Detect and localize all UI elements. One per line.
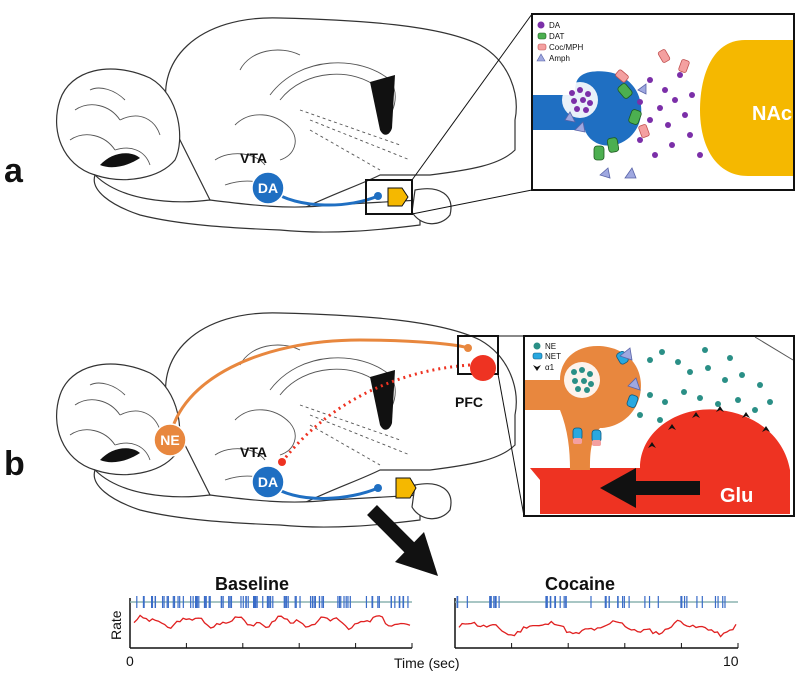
nac-region-b [395,477,417,499]
panel-b-letter: b [4,445,25,483]
inset-b-legend: NE NET α1 [532,342,561,372]
glu-arrow [600,468,700,508]
dat-transporters [593,83,642,161]
pfc-region [470,355,496,381]
zoom-box-a [365,179,413,215]
ne-node [153,423,187,457]
baseline-axes [129,596,413,649]
svg-text:α1: α1 [545,363,555,372]
nac-target-label: NAc [752,103,792,125]
pfc-vta-projection [280,363,471,463]
cocaine-spikes [456,596,726,608]
ne-projection [168,338,469,439]
ne-molecules [637,347,773,423]
cocaine-title: Cocaine [545,574,615,594]
svg-text:NET: NET [545,352,561,361]
coc-mph-molecules [615,49,690,138]
svg-text:DA: DA [549,21,561,30]
brain-outline-b [55,312,517,528]
svg-text:Coc/MPH: Coc/MPH [549,43,583,52]
glu-target-label: Glu [720,485,753,507]
baseline-title: Baseline [215,574,289,594]
panel-a: a DA VTA NAc [4,13,795,233]
da-node-b-label: DA [258,474,278,490]
x-tick-end: 10 [723,653,739,669]
baseline-rate-line [133,614,411,631]
brain-outline-a [55,17,517,233]
alpha1-receptors [648,406,770,448]
baseline-spikes [136,596,409,608]
vta-label-b: VTA [240,444,267,460]
y-axis-label: Rate [108,610,124,640]
da-node-a [251,171,285,205]
cocaine-rate-line [458,619,737,638]
pfc-label: PFC [455,394,483,410]
inset-b: Glu [523,335,795,517]
inset-a: NAc [531,13,795,191]
da-node-b [251,465,285,499]
nac-target [700,40,793,176]
cocaine-axes [454,596,739,649]
inset-a-legend: DA DAT Coc/MPH Amph [536,21,583,63]
vta-label-a: VTA [240,150,267,166]
da-node-a-label: DA [258,180,278,196]
svg-text:NE: NE [545,342,556,351]
da-molecules [637,72,703,158]
panel-a-letter: a [4,152,24,190]
ne-node-label: NE [160,432,179,448]
x-tick-start: 0 [126,653,134,669]
trace-arrow [367,505,438,576]
svg-text:Amph: Amph [549,54,570,63]
firing-traces: Baseline Cocaine Rate 0 Time (sec) 10 [108,574,739,671]
glu-target [530,409,790,514]
nac-region-a [387,187,409,207]
x-axis-label: Time (sec) [394,655,460,671]
svg-text:DAT: DAT [549,32,565,41]
amph-molecules [564,83,647,179]
panel-b: b NE DA VTA PFC [4,312,795,576]
ne-terminal [525,345,641,470]
